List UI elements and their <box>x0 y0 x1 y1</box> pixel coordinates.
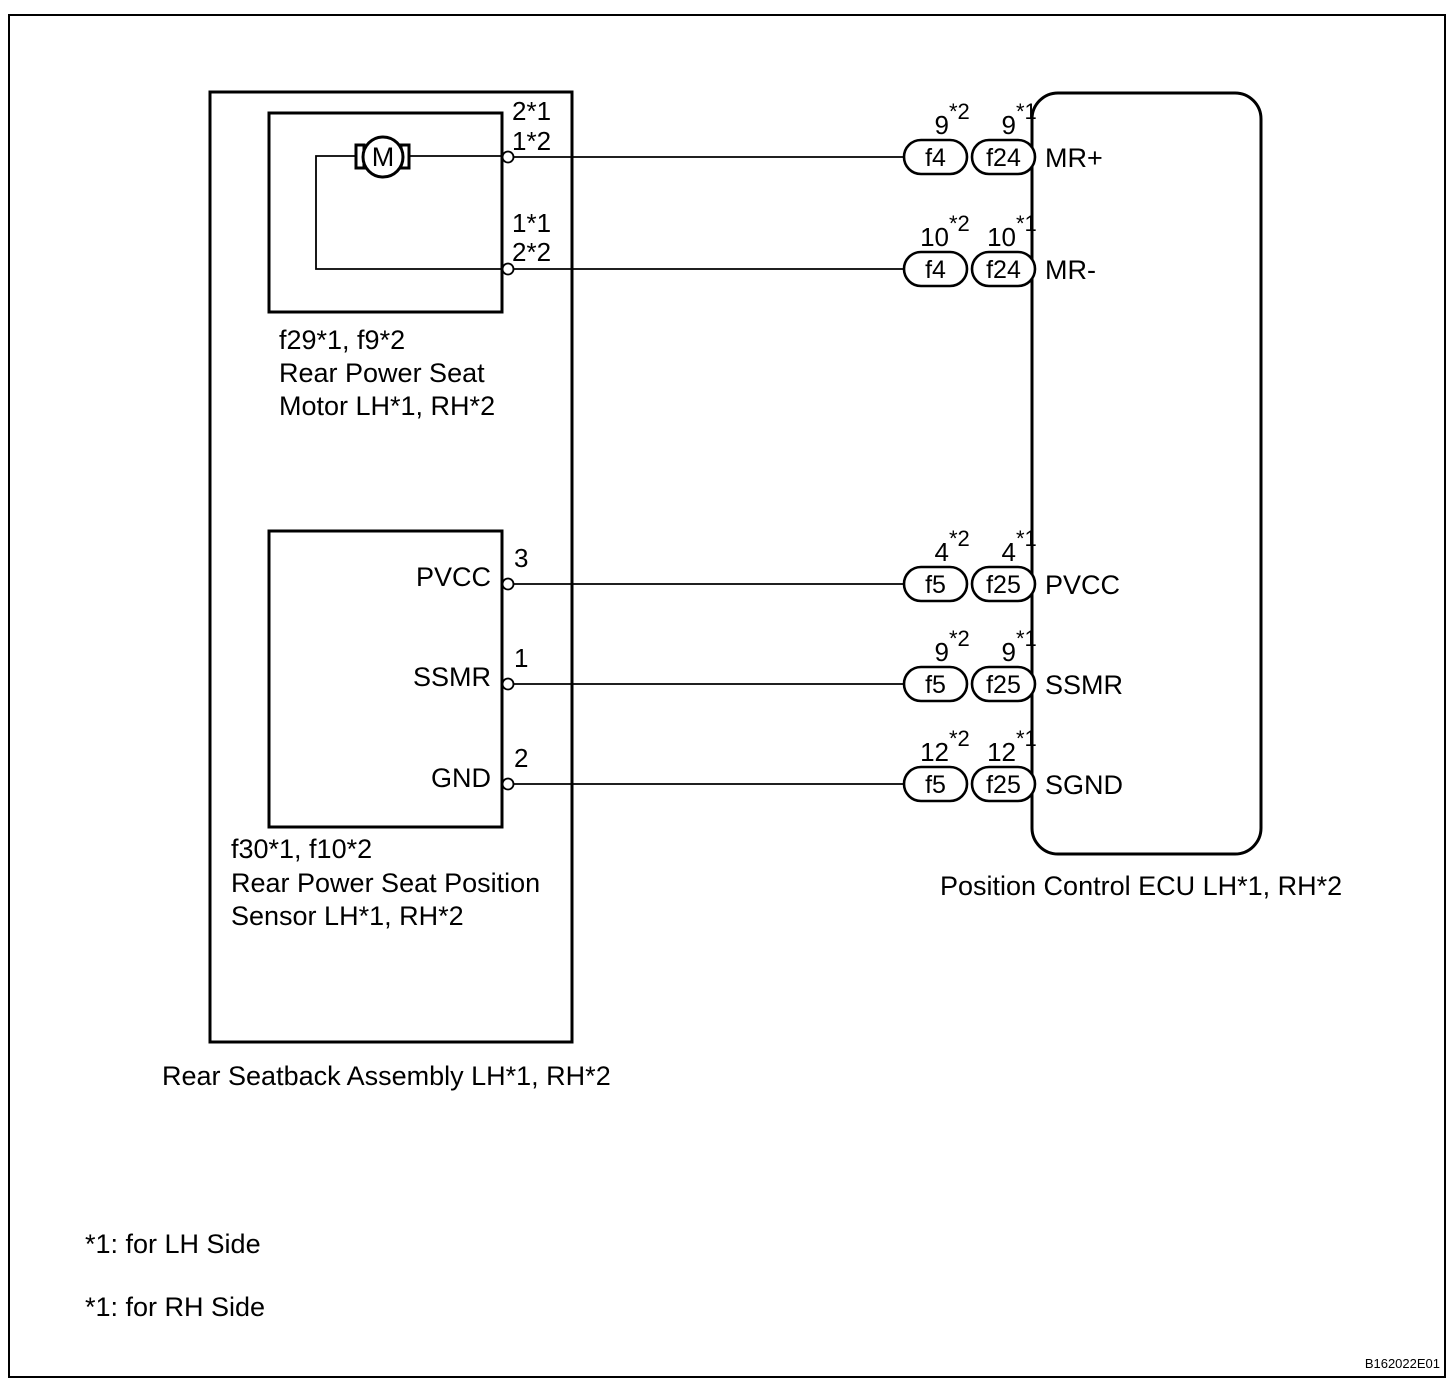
motor-internal-wire <box>315 155 501 270</box>
sensor-connector: f30*1, f10*2 <box>231 834 372 864</box>
pin-sup-2-mr-minus: *1 <box>1016 211 1037 236</box>
connector-pill-2-pvcc <box>970 565 1037 603</box>
motor-connector: f29*1, f9*2 <box>279 325 405 355</box>
figure-code: B162022E01 <box>1365 1356 1440 1371</box>
connector-pill-2-mr-plus <box>970 138 1037 176</box>
seatback-assembly-box <box>208 90 574 1044</box>
pin-sup-2-pvcc: *1 <box>1016 526 1037 551</box>
sensor-pin-gnd-number: 2 <box>514 743 528 773</box>
motor-pin2-line2: 2*2 <box>512 237 551 267</box>
pin-sup-1-ssmr: *2 <box>949 626 970 651</box>
pin-num-1-mr-minus: 10 <box>920 222 949 252</box>
connector-pill-1-mr-minus <box>902 250 969 288</box>
sensor-pin-ssmr-number: 1 <box>514 643 528 673</box>
ecu-terminal-sgnd: SGND <box>1045 770 1123 800</box>
ecu-terminal-mr-plus: MR+ <box>1045 143 1103 173</box>
note-rh: *1: for RH Side <box>85 1292 265 1322</box>
connector-pill-1-mr-plus <box>902 138 969 176</box>
pin-num-1-sgnd: 12 <box>920 737 949 767</box>
sensor-pin-gnd-label: GND <box>431 763 491 793</box>
sensor-pin-pvcc-number: 3 <box>514 543 528 573</box>
pin-num-2-mr-minus: 10 <box>987 222 1016 252</box>
connector-pill-2-ssmr <box>970 665 1037 703</box>
pin-sup-1-mr-minus: *2 <box>949 211 970 236</box>
connector-pill-2-mr-minus <box>970 250 1037 288</box>
pin-sup-2-mr-plus: *1 <box>1016 99 1037 124</box>
pin-num-2-mr-plus: 9 <box>1002 110 1016 140</box>
terminal-mr-plus <box>501 150 515 164</box>
sensor-name-line1: Rear Power Seat Position <box>231 868 540 898</box>
terminal-ssmr <box>501 677 515 691</box>
pin-sup-2-ssmr: *1 <box>1016 626 1037 651</box>
sensor-pin-pvcc-label: PVCC <box>416 562 491 592</box>
terminal-sgnd <box>501 777 515 791</box>
connector-2-ssmr: f25 <box>986 671 1021 699</box>
pin-num-2-sgnd: 12 <box>987 737 1016 767</box>
connector-1-ssmr: f5 <box>925 671 946 699</box>
ecu-terminal-pvcc: PVCC <box>1045 570 1120 600</box>
pin-num-1-ssmr: 9 <box>935 637 949 667</box>
connector-pill-1-sgnd <box>902 765 969 803</box>
sensor-pin-ssmr-label: SSMR <box>413 662 491 692</box>
connector-2-mr-plus: f24 <box>986 144 1021 172</box>
motor-box <box>267 111 504 314</box>
pin-sup-1-pvcc: *2 <box>949 526 970 551</box>
pin-num-2-ssmr: 9 <box>1002 637 1016 667</box>
motor-pin1-line1: 2*1 <box>512 96 551 126</box>
pin-sup-1-sgnd: *2 <box>949 726 970 751</box>
motor-pin2-line1: 1*1 <box>512 208 551 238</box>
motor-symbol: M <box>372 142 395 172</box>
connector-1-mr-plus: f4 <box>925 144 946 172</box>
motor-name-line2: Motor LH*1, RH*2 <box>279 391 495 421</box>
sensor-name-line2: Sensor LH*1, RH*2 <box>231 901 464 931</box>
note-lh: *1: for LH Side <box>85 1229 261 1259</box>
motor-pin1-line2: 1*2 <box>512 126 551 156</box>
connector-1-pvcc: f5 <box>925 571 946 599</box>
connector-1-sgnd: f5 <box>925 771 946 799</box>
sensor-box <box>267 529 504 829</box>
connector-pill-1-ssmr <box>902 665 969 703</box>
connector-1-mr-minus: f4 <box>925 256 946 284</box>
assembly-label: Rear Seatback Assembly LH*1, RH*2 <box>162 1061 611 1091</box>
terminal-mr-minus <box>501 262 515 276</box>
pin-num-2-pvcc: 4 <box>1002 537 1016 567</box>
motor-icon: M <box>354 135 411 179</box>
ecu-terminal-ssmr: SSMR <box>1045 670 1123 700</box>
pin-sup-1-mr-plus: *2 <box>949 99 970 124</box>
connector-2-sgnd: f25 <box>986 771 1021 799</box>
motor-name-line1: Rear Power Seat <box>279 358 485 388</box>
ecu-box <box>1030 91 1263 856</box>
connector-2-pvcc: f25 <box>986 571 1021 599</box>
ecu-label: Position Control ECU LH*1, RH*2 <box>940 871 1342 901</box>
terminal-pvcc <box>501 577 515 591</box>
connector-pill-1-pvcc <box>902 565 969 603</box>
ecu-terminal-mr-minus: MR- <box>1045 255 1096 285</box>
connector-pill-2-sgnd <box>970 765 1037 803</box>
connector-2-mr-minus: f24 <box>986 256 1021 284</box>
diagram-frame <box>8 14 1446 1378</box>
pin-sup-2-sgnd: *1 <box>1016 726 1037 751</box>
pin-num-1-pvcc: 4 <box>935 537 949 567</box>
pin-num-1-mr-plus: 9 <box>935 110 949 140</box>
